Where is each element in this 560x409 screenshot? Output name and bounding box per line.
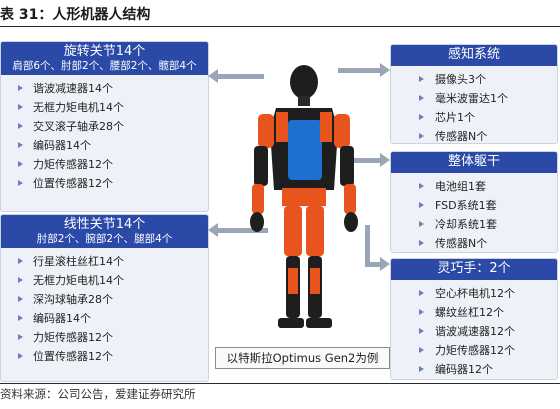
list-item: 冷却系统1套 [391,215,557,234]
rotary-joint-subtitle: 肩部6个、肘部2个、腰部2个、髋部4个 [12,59,197,72]
triangle-bullet-icon [419,220,424,227]
source-note: 资料来源：公司公告，爱建证券研究所 [0,387,196,401]
triangle-bullet-icon [419,201,424,208]
triangle-bullet-icon [419,365,424,372]
triangle-bullet-icon [18,180,23,187]
list-item: 电池组1套 [391,177,557,196]
rotary-joint-header: 旋转关节14个 肩部6个、肘部2个、腰部2个、髋部4个 [1,42,208,76]
torso-panel: 整体躯干 电池组1套 FSD系统1套 冷却系统1套 传感器N个 [390,151,558,253]
list-item: 传感器N个 [391,127,557,143]
triangle-bullet-icon [18,353,23,360]
list-item: 无框力矩电机14个 [1,271,208,290]
list-item: 编码器14个 [1,136,208,155]
triangle-bullet-icon [18,296,23,303]
list-item: 毫米波雷达1个 [391,89,557,108]
list-item: 螺纹丝杠12个 [391,303,557,322]
triangle-bullet-icon [18,277,23,284]
robot-head [290,65,318,106]
triangle-bullet-icon [419,346,424,353]
triangle-bullet-icon [419,94,424,101]
triangle-bullet-icon [419,132,424,139]
linear-joint-subtitle: 肘部2个、腕部2个、腿部4个 [36,232,173,245]
list-item: 交叉滚子轴承28个 [1,117,208,136]
list-item: 位置传感器12个 [1,347,208,366]
triangle-bullet-icon [419,113,424,120]
list-item: 芯片1个 [391,108,557,127]
linear-joint-header: 线性关节14个 肘部2个、腕部2个、腿部4个 [1,215,208,249]
triangle-bullet-icon [18,104,23,111]
rotary-joint-panel: 旋转关节14个 肩部6个、肘部2个、腰部2个、髋部4个 谐波减速器14个 无框力… [0,41,209,212]
list-item: 谐波减速器12个 [391,322,557,341]
list-item: FSD系统1套 [391,196,557,215]
list-item: 力矩传感器12个 [391,341,557,360]
list-item: 传感器N个 [391,234,557,252]
triangle-bullet-icon [419,239,424,246]
triangle-bullet-icon [18,123,23,130]
dexterous-hand-list: 空心杯电机12个 螺纹丝杠12个 谐波减速器12个 力矩传感器12个 编码器12… [391,280,557,379]
triangle-bullet-icon [18,334,23,341]
robot-right-arm [334,114,358,232]
triangle-bullet-icon [18,315,23,322]
arrow-to-torso [344,153,390,167]
arrow-to-rotary-joint [208,69,264,83]
list-item: 编码器12个 [391,360,557,379]
page-title: 表 31：人形机器人结构 [0,7,151,23]
triangle-bullet-icon [419,308,424,315]
bottom-rule [0,383,560,384]
robot-caption: 以特斯拉Optimus Gen2为例 [215,347,390,369]
triangle-bullet-icon [18,161,23,168]
list-item: 深沟球轴承28个 [1,290,208,309]
robot-torso [270,108,338,206]
robot-legs [278,206,332,328]
perception-system-title: 感知系统 [447,47,500,62]
robot-illustration [250,65,358,328]
perception-system-panel: 感知系统 摄像头3个 毫米波雷达1个 芯片1个 传感器N个 [390,44,558,144]
triangle-bullet-icon [419,182,424,189]
linear-joint-panel: 线性关节14个 肘部2个、腕部2个、腿部4个 行星滚柱丝杠14个 无框力矩电机1… [0,214,209,382]
list-item: 摄像头3个 [391,70,557,89]
list-item: 位置传感器12个 [1,174,208,193]
torso-title: 整体躯干 [447,154,500,169]
list-item: 谐波减速器14个 [1,79,208,98]
arrow-to-perception [338,63,390,77]
list-item: 空心杯电机12个 [391,284,557,303]
arrow-connector-hand [365,225,370,265]
robot-left-arm [250,114,274,232]
torso-list: 电池组1套 FSD系统1套 冷却系统1套 传感器N个 [391,173,557,252]
dexterous-hand-title: 灵巧手：2个 [437,261,511,276]
triangle-bullet-icon [18,85,23,92]
arrow-to-dexterous-hand [365,257,390,271]
list-item: 无框力矩电机14个 [1,98,208,117]
list-item: 力矩传感器12个 [1,328,208,347]
list-item: 行星滚柱丝杠14个 [1,252,208,271]
dexterous-hand-panel: 灵巧手：2个 空心杯电机12个 螺纹丝杠12个 谐波减速器12个 力矩传感器12… [390,258,558,380]
torso-header: 整体躯干 [391,152,557,173]
linear-joint-list: 行星滚柱丝杠14个 无框力矩电机14个 深沟球轴承28个 编码器14个 力矩传感… [1,248,208,366]
linear-joint-title: 线性关节14个 [63,217,146,232]
rotary-joint-title: 旋转关节14个 [63,44,146,59]
top-rule [0,26,560,27]
triangle-bullet-icon [18,258,23,265]
triangle-bullet-icon [18,142,23,149]
dexterous-hand-header: 灵巧手：2个 [391,259,557,280]
perception-system-list: 摄像头3个 毫米波雷达1个 芯片1个 传感器N个 [391,66,557,143]
rotary-joint-list: 谐波减速器14个 无框力矩电机14个 交叉滚子轴承28个 编码器14个 力矩传感… [1,75,208,193]
list-item: 力矩传感器12个 [1,155,208,174]
perception-system-header: 感知系统 [391,45,557,66]
triangle-bullet-icon [419,327,424,334]
arrow-to-linear-joint [208,223,268,237]
list-item: 编码器14个 [1,309,208,328]
triangle-bullet-icon [419,289,424,296]
triangle-bullet-icon [419,75,424,82]
